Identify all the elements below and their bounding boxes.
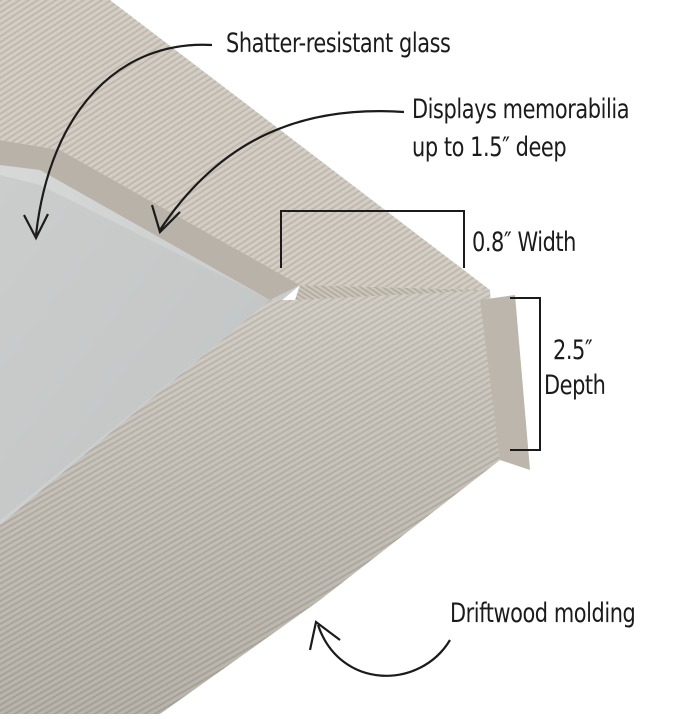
arrow-glass (34, 43, 213, 236)
arrow-molding (316, 624, 451, 677)
arrowhead-memorabilia (150, 204, 181, 235)
label-memorabilia-line2: up to 1.5″ deep (412, 132, 567, 163)
arrowhead-molding (308, 620, 341, 651)
frame-top-bevel (0, 140, 300, 300)
depth-bracket (510, 297, 541, 451)
width-bracket (280, 210, 465, 268)
arrow-memorabilia (159, 110, 405, 231)
inner-shadow (0, 175, 270, 520)
label-shatter-resistant-glass: Shatter-resistant glass (226, 28, 451, 59)
label-depth-word: Depth (544, 370, 606, 401)
label-driftwood-molding: Driftwood molding (450, 598, 636, 629)
arrowhead-glass (23, 213, 49, 241)
label-width: 0.8″ Width (472, 227, 576, 258)
frame-front-shade (0, 290, 500, 714)
label-depth-value: 2.5″ (553, 335, 593, 366)
frame-end-face (480, 295, 530, 470)
label-memorabilia-line1: Displays memorabilia (412, 94, 630, 125)
